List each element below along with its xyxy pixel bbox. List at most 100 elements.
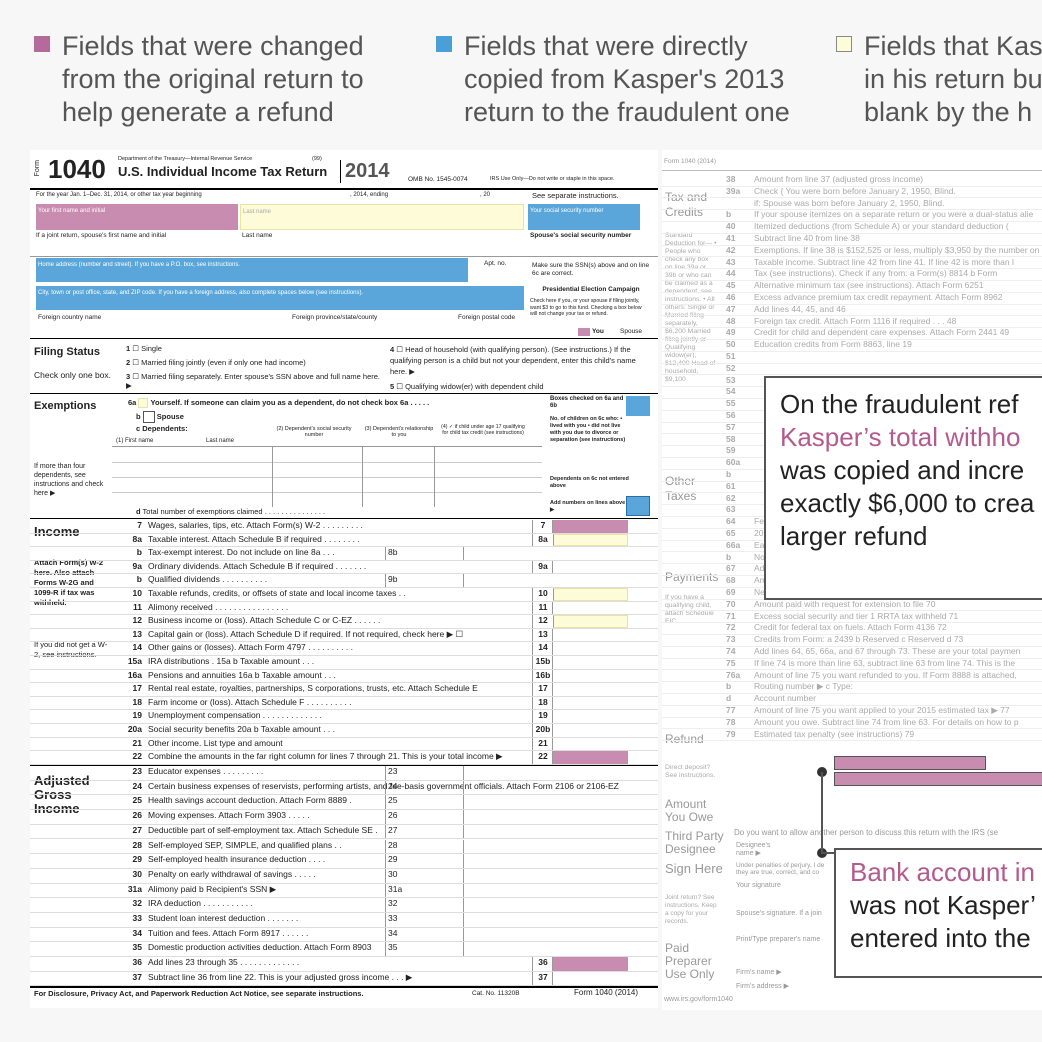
amount-box [552,669,628,683]
amount-box [552,737,628,751]
amount-box [552,656,628,669]
amount-box [553,615,628,628]
amount-box [553,588,628,601]
amount-box [552,971,628,986]
amount-box [552,642,628,655]
exemptions-heading: Exemptions [34,400,97,412]
amount-box [552,520,628,533]
callout-withholding: On the fraudulent ref Kasper’s total wit… [764,376,1042,600]
pink-swatch [34,36,50,52]
home-address-field: Home address (number and street). If you… [36,258,468,282]
ssn-field: Your social security number [528,204,640,230]
blue-swatch [436,36,452,52]
form2-line: 52 [662,363,1042,376]
yellow-swatch [836,36,852,52]
article-title-cutoff: ▬ ▬▬ ▬▬▬ ▬▬ ▬▬▬ [60,0,530,6]
form2-line: 51 [662,351,1042,364]
city-field: City, town or post office, state, and ZI… [36,286,524,310]
agi-heading: Adjusted Gross Income [34,773,90,816]
boxes-checked-field [626,396,650,416]
last-name-field: Last name [240,204,524,230]
amount-box [552,724,628,737]
amount-box [552,957,628,971]
tax-year: 2014 [340,160,390,183]
form2-line: if: Spouse was born before January 2, 19… [662,198,1042,211]
form-1040-page1: Form 1040 Department of the Treasury—Int… [30,150,658,1008]
pec-you-checkbox [578,328,590,336]
callout-bank-account: Bank account in was not Kasper’ entered … [834,848,1042,978]
amount-box [553,533,628,547]
amount-box [552,683,628,696]
amount-box [552,710,628,723]
filing-status-heading: Filing Status [34,346,100,358]
amount-box [552,696,628,710]
amount-box [552,601,628,615]
amount-box [552,751,628,764]
income-heading: Income [34,524,80,539]
account-number-field [834,772,1042,786]
routing-number-field [834,756,986,770]
exemptions-total-field [626,496,650,516]
amount-box [552,628,628,642]
form-title: U.S. Individual Income Tax Return [118,164,328,179]
amount-box [552,560,628,574]
form-number: 1040 [48,154,106,184]
first-name-field: Your first name and initial [36,204,238,230]
